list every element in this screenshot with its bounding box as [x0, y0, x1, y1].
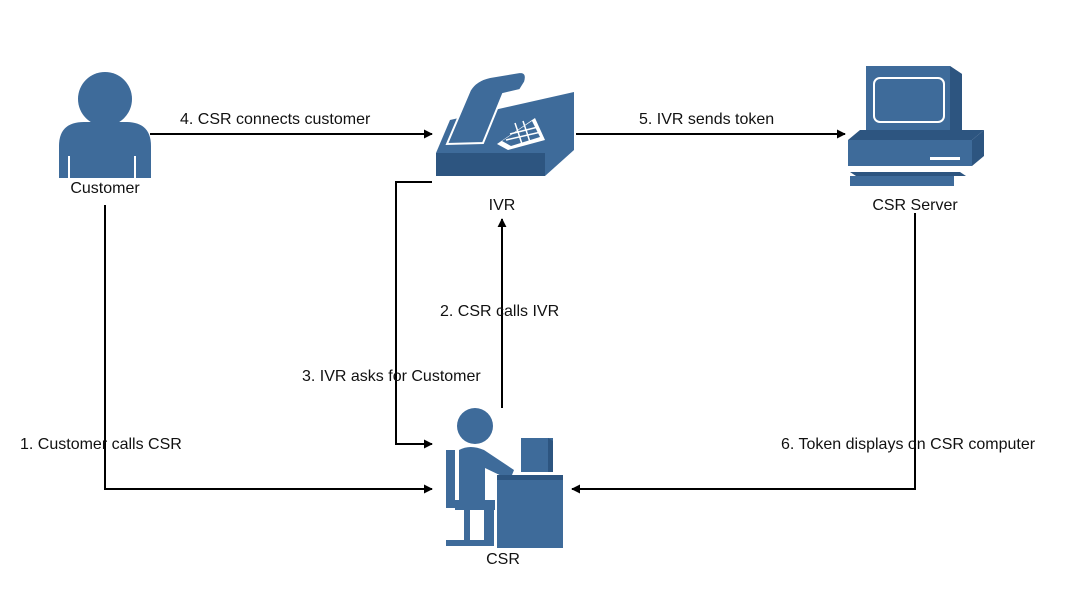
edge-ivr-sends-token: 5. IVR sends token [576, 111, 846, 139]
telephone-icon [436, 70, 574, 176]
edge-line [104, 205, 433, 494]
computer-icon [848, 66, 984, 186]
node-csr: CSR [446, 408, 563, 568]
edge-line [571, 213, 916, 494]
edge-label: 6. Token displays on CSR computer [781, 436, 1036, 453]
edge-customer-calls-csr: 1. Customer calls CSR [20, 205, 433, 494]
edge-label: 5. IVR sends token [639, 111, 774, 128]
node-label: CSR [486, 551, 520, 568]
edge-label: 4. CSR connects customer [180, 111, 371, 128]
node-label: IVR [489, 197, 516, 214]
edge-ivr-asks-for-customer: 3. IVR asks for Customer [302, 181, 481, 449]
edge-csr-connects-customer: 4. CSR connects customer [150, 111, 433, 139]
edge-label: 3. IVR asks for Customer [302, 368, 481, 385]
node-customer: Customer [59, 72, 151, 197]
node-ivr: IVR [436, 70, 574, 214]
node-csr-server: CSR Server [848, 66, 984, 214]
node-label: CSR Server [872, 197, 958, 214]
edge-token-displays: 6. Token displays on CSR computer [571, 213, 1036, 494]
edge-csr-calls-ivr: 2. CSR calls IVR [440, 218, 559, 408]
edge-label: 1. Customer calls CSR [20, 436, 182, 453]
person-at-desk-icon [446, 408, 563, 548]
node-label: Customer [70, 180, 140, 197]
edge-line [395, 181, 433, 449]
edge-label: 2. CSR calls IVR [440, 303, 559, 320]
person-icon [59, 72, 151, 178]
